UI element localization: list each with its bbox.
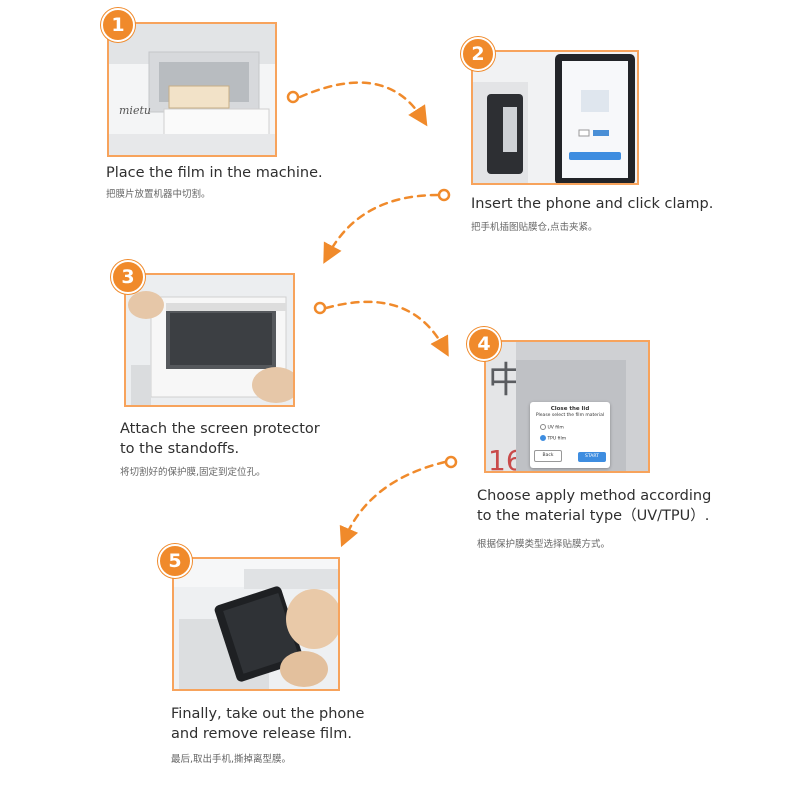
brand-logo: mietu (119, 104, 151, 117)
step-4-caption-line2: to the material type（UV/TPU）. (477, 508, 710, 524)
step-3-photo (124, 273, 295, 407)
start-button[interactable]: START (578, 452, 606, 462)
step-3-badge: 3 (111, 260, 145, 294)
dialog-title: Close the lid (550, 406, 590, 412)
remove-film-illustration (174, 559, 338, 689)
step-2-photo (471, 50, 639, 185)
option-uv[interactable]: UV film (540, 424, 610, 431)
arrow-4-to-5 (339, 460, 447, 548)
step-4-caption-cn: 根据保护膜类型选择贴膜方式。 (477, 539, 611, 550)
arrow-start-dot-4 (444, 455, 458, 469)
option-uv-label: UV film (547, 425, 564, 431)
back-button[interactable]: Back (534, 450, 562, 462)
arrow-3-to-4 (324, 300, 449, 357)
step-1-caption: Place the film in the machine. (106, 165, 323, 181)
arrow-1-to-2 (298, 81, 428, 127)
arrow-start-dot-1 (286, 90, 300, 104)
step-2-caption-cn: 把手机插图贴膜仓,点击夹紧。 (471, 222, 598, 233)
step-2-caption: Insert the phone and click clamp. (471, 196, 714, 212)
step-3-caption-line1: Attach the screen protector (120, 421, 320, 437)
step-1-photo: mietu (107, 22, 277, 157)
step-5-caption-line1: Finally, take out the phone (171, 706, 365, 722)
step-4-photo: 中 16 Close the lid Please select the fil… (484, 340, 650, 473)
step-5-badge: 5 (158, 544, 192, 578)
phone-clamp-illustration (473, 52, 637, 183)
step-3-caption-cn: 将切割好的保护膜,固定到定位孔。 (120, 467, 266, 478)
arrow-2-to-3 (323, 193, 440, 264)
step-2-badge: 2 (461, 37, 495, 71)
option-tpu-label: TPU film (547, 436, 567, 441)
protector-illustration (126, 275, 293, 405)
arrow-start-dot-2 (437, 188, 451, 202)
step-5-caption-cn: 最后,取出手机,撕掉离型膜。 (171, 754, 292, 765)
step-5-caption-line2: and remove release film. (171, 726, 352, 742)
dialog-subtitle: Please select the film material (535, 413, 605, 418)
machine-illustration (109, 24, 275, 155)
step-4-caption-line1: Choose apply method according (477, 488, 712, 504)
radio-uv-icon (540, 424, 546, 430)
step-1-badge: 1 (101, 8, 135, 42)
step-1-caption-cn: 把膜片放置机器中切割。 (106, 189, 211, 200)
film-dialog: Close the lid Please select the film mat… (530, 402, 610, 468)
option-tpu[interactable]: TPU film (540, 434, 610, 441)
step-5-photo (172, 557, 340, 691)
arrow-start-dot-3 (313, 301, 327, 315)
radio-tpu-icon (540, 434, 546, 441)
step-4-badge: 4 (467, 327, 501, 361)
step-3-caption-line2: to the standoffs. (120, 441, 240, 457)
